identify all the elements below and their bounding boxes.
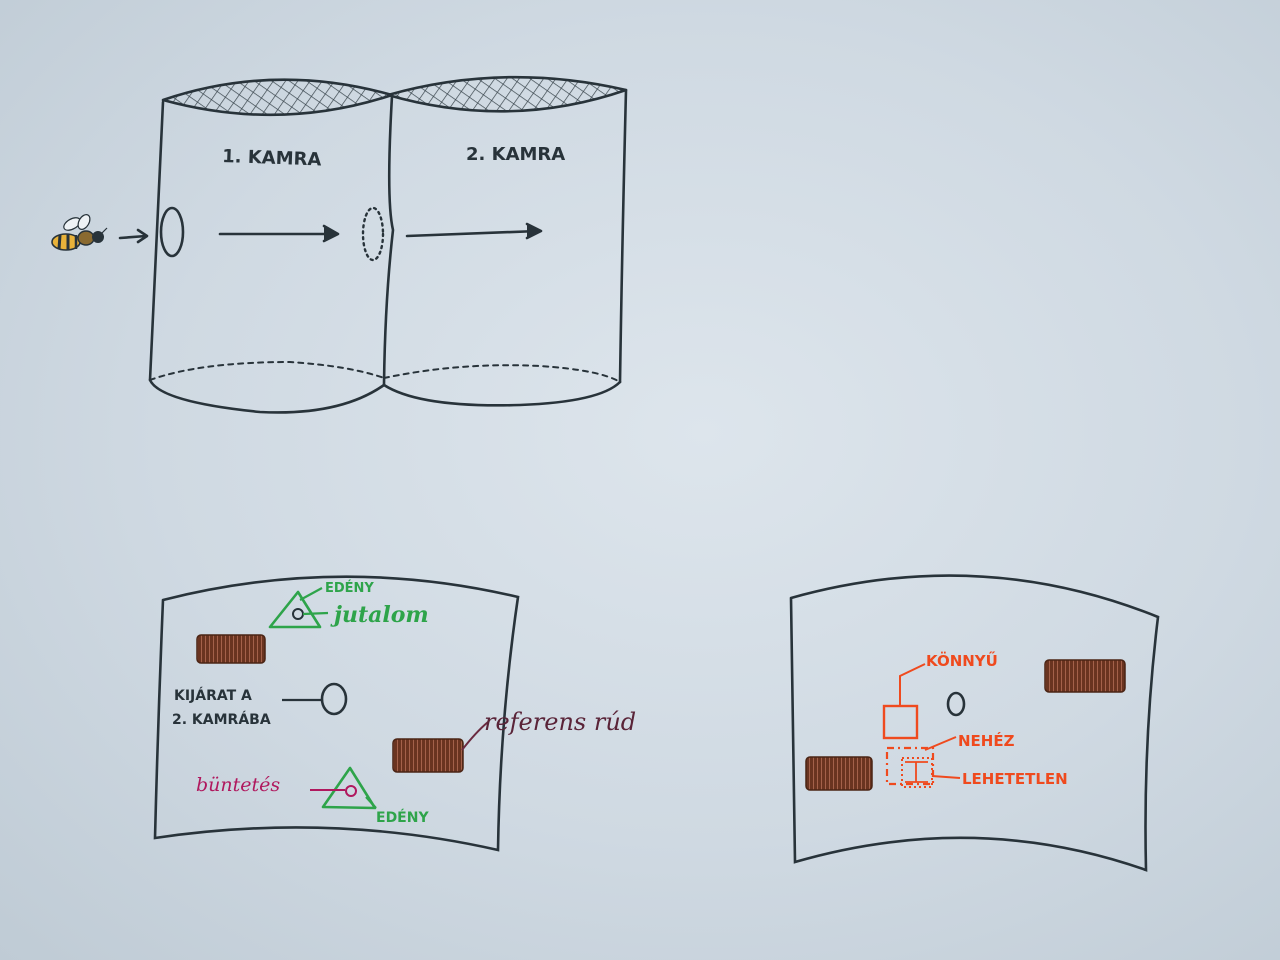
reward-label: jutalom (330, 602, 429, 628)
reference-rod-3 (1044, 659, 1126, 693)
bee-icon (51, 214, 108, 251)
reference-rod-label: referens rúd (484, 708, 636, 736)
impossible-target (901, 757, 933, 788)
chamber-divider-wall (382, 94, 395, 387)
chamber2-unrolled-panel (789, 574, 1160, 872)
exit-label-line1: KIJÁRAT A (174, 687, 252, 704)
reward-dot (292, 608, 304, 620)
easy-label: KÖNNYŰ (926, 650, 998, 670)
chamber1-bottom (148, 378, 386, 414)
vessel-bottom-label: EDÉNY (376, 809, 429, 826)
reference-rod-leader (461, 721, 489, 751)
vessel-bottom-leader (365, 796, 377, 809)
passage-hole (361, 206, 385, 262)
exit-label-line2: 2. KAMRÁBA (172, 711, 271, 728)
flight-arrow-in (118, 234, 148, 240)
easy-leader (899, 663, 926, 706)
chamber2-right-wall (618, 88, 628, 384)
vessel-top-leader (299, 587, 323, 601)
exit-hole (320, 682, 348, 716)
vessel-bottom (321, 766, 377, 810)
chamber1-label: 1. KAMRA (222, 146, 322, 170)
hard-target (885, 746, 935, 786)
entrance-hole (159, 206, 185, 258)
impossible-mark (905, 761, 928, 783)
chamber1-mesh-lid (161, 78, 394, 117)
punishment-dot (345, 785, 357, 797)
chamber1-unrolled-panel (153, 575, 520, 852)
chamber1-bottom-dashed (149, 361, 385, 381)
center-hole (946, 691, 966, 717)
chamber1-left-wall (148, 100, 165, 382)
impossible-leader (931, 775, 961, 779)
chamber2-bottom-dashed (383, 364, 621, 383)
panel-left-outline (153, 575, 520, 852)
flight-arrow-in-head (136, 228, 149, 244)
reference-rod-4 (805, 756, 873, 791)
punishment-label: büntetés (196, 774, 280, 796)
vessel-top (268, 590, 322, 629)
panel-right-outline (789, 574, 1160, 872)
chamber2-bottom (382, 380, 622, 407)
chamber2-mesh-lid (386, 75, 628, 113)
reward-leader (302, 611, 329, 616)
chamber2-label: 2. KAMRA (466, 144, 565, 165)
vessel-top-label: EDÉNY (325, 580, 374, 596)
hard-label: NEHÉZ (958, 731, 1015, 750)
impossible-label: LEHETETLEN (962, 770, 1068, 788)
reference-rod-1 (196, 634, 266, 664)
flight-arrow-chamber1-head (322, 224, 340, 243)
two-chamber-apparatus (118, 75, 628, 414)
flight-arrow-chamber2 (405, 229, 540, 238)
flight-arrow-chamber2-head (525, 222, 543, 240)
easy-target (882, 704, 919, 740)
reference-rod-2 (392, 738, 464, 773)
hard-leader (924, 736, 957, 751)
